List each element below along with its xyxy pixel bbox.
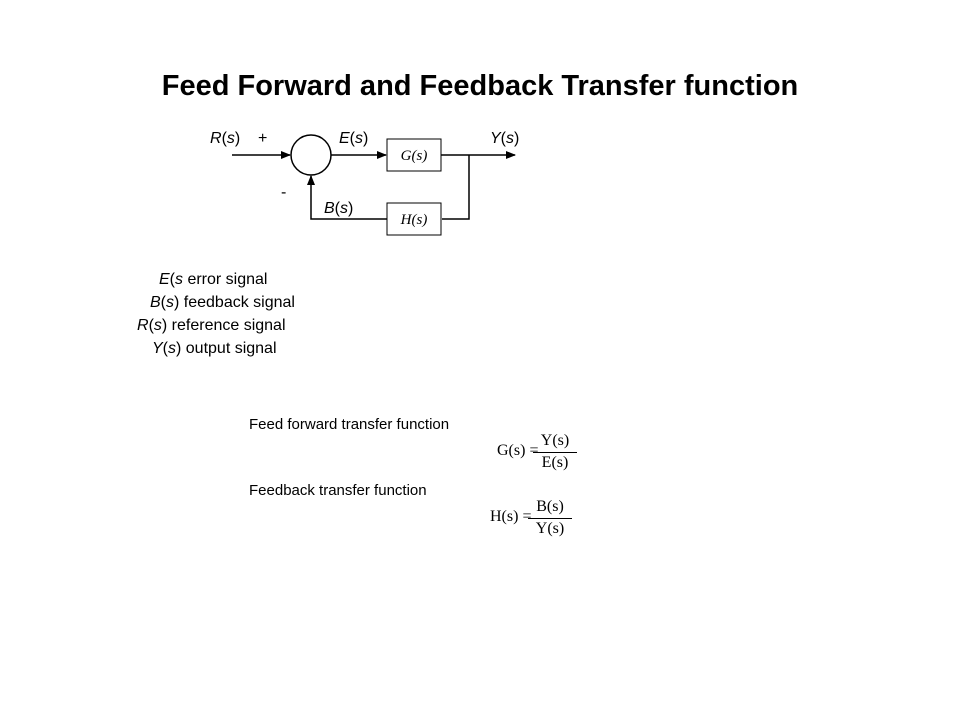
output-signal-label: Y(s) [490, 130, 519, 147]
fraction-bar [528, 518, 572, 519]
legend-item-output: Y(s) output signal [152, 340, 277, 357]
feedback-block-label: H(s) [400, 212, 428, 228]
equation-denominator: E(s) [541, 454, 569, 471]
equation-numerator: Y(s) [540, 432, 570, 449]
error-signal-label: E(s) [339, 130, 368, 147]
legend-item-reference: R(s) reference signal [137, 317, 286, 334]
equation-numerator: B(s) [536, 498, 564, 515]
feedback-return-arrow [307, 175, 387, 220]
signal-legend: E(s error signal B(s) feedback signal R(… [137, 268, 295, 360]
legend-item-error: E(s error signal [159, 271, 268, 288]
feed-forward-caption: Feed forward transfer function [249, 416, 450, 433]
minus-sign: - [281, 184, 286, 201]
equation-lhs: G(s) = [497, 442, 539, 459]
page-title: Feed Forward and Feedback Transfer funct… [161, 70, 799, 102]
feedback-path-down [442, 155, 470, 220]
summing-junction [290, 134, 332, 176]
fraction-bar [533, 452, 577, 453]
plus-sign: + [258, 130, 267, 147]
forward-block [386, 138, 442, 172]
feedback-caption: Feedback transfer function [249, 482, 427, 499]
equation-lhs: H(s) = [490, 508, 532, 525]
equation-denominator: Y(s) [535, 520, 565, 537]
forward-block-label: G(s) [401, 148, 428, 164]
feedback-signal-label: B(s) [324, 200, 353, 217]
input-signal-label: R(s) [210, 130, 240, 147]
legend-item-feedback: B(s) feedback signal [150, 294, 295, 311]
